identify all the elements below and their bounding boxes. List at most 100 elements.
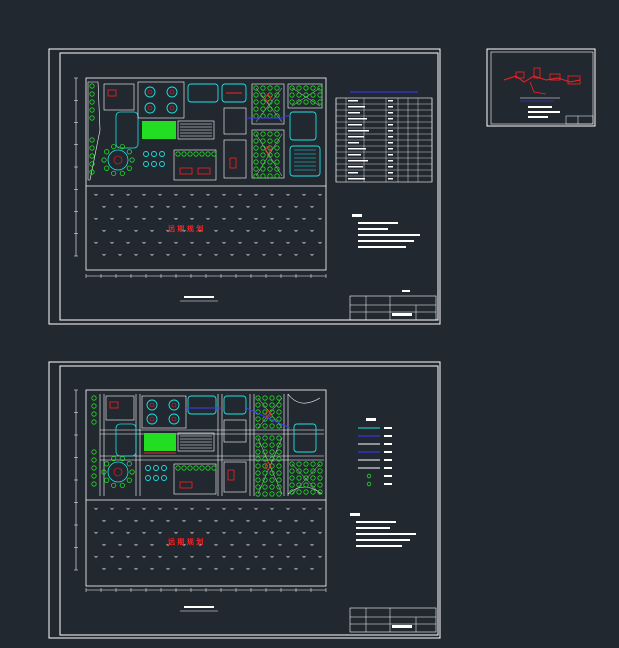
site-plan[interactable]: 远 期 规 划 bbox=[74, 389, 327, 592]
tree-icon bbox=[303, 92, 309, 98]
tree-icon bbox=[89, 91, 95, 97]
lamp-icon bbox=[150, 519, 154, 522]
drawing-title bbox=[184, 606, 214, 608]
site-plan[interactable]: 远 期 规 划 bbox=[74, 77, 327, 278]
tree-icon bbox=[260, 85, 266, 91]
tree-icon bbox=[317, 85, 323, 91]
lamp-icon bbox=[318, 507, 322, 510]
lamp-icon bbox=[198, 229, 202, 232]
tank-grid bbox=[294, 149, 316, 171]
tank-icon bbox=[159, 161, 165, 167]
tree-icon bbox=[274, 173, 280, 179]
tree-icon bbox=[276, 477, 282, 483]
lamp-icon bbox=[174, 241, 178, 244]
lamp-icon bbox=[182, 253, 186, 256]
sheet-inner-frame bbox=[490, 51, 594, 125]
title-block[interactable] bbox=[349, 290, 437, 321]
lamp-icon bbox=[174, 507, 178, 510]
tree-icon bbox=[211, 465, 217, 471]
tree-ring bbox=[101, 144, 135, 176]
sheet-bottom[interactable]: 远 期 规 划 bbox=[48, 361, 441, 639]
tank-center bbox=[169, 89, 175, 95]
table-cell-text bbox=[348, 178, 365, 180]
lamp-icon bbox=[278, 229, 282, 232]
tree-icon bbox=[260, 159, 266, 165]
tree-icon bbox=[104, 477, 110, 483]
lamp-icon bbox=[142, 193, 146, 196]
lamp-icon bbox=[246, 543, 250, 546]
tank-icon bbox=[146, 399, 158, 411]
entrance-road bbox=[87, 81, 101, 181]
lamp-icon bbox=[254, 531, 258, 534]
lamp-icon bbox=[150, 253, 154, 256]
tree-icon bbox=[274, 166, 280, 172]
tree-icon bbox=[187, 151, 193, 157]
tank-icon bbox=[166, 86, 178, 98]
tree-icon bbox=[267, 159, 273, 165]
tree-icon bbox=[262, 402, 268, 408]
lamp-icon bbox=[142, 507, 146, 510]
lamp-icon bbox=[206, 241, 210, 244]
lamp-icon bbox=[110, 193, 114, 196]
lamp-icon bbox=[102, 229, 106, 232]
lamp-icon bbox=[270, 507, 274, 510]
tree-icon bbox=[199, 465, 205, 471]
tree-icon bbox=[269, 484, 275, 490]
equipment-table[interactable] bbox=[335, 91, 433, 183]
lamp-icon bbox=[94, 193, 98, 196]
tree-icon bbox=[260, 92, 266, 98]
lamp-icon bbox=[198, 205, 202, 208]
tree-icon bbox=[317, 482, 323, 488]
lamp-icon bbox=[230, 567, 234, 570]
sheet-outer-frame bbox=[486, 48, 596, 127]
tree-icon bbox=[274, 92, 280, 98]
tank-icon bbox=[146, 413, 158, 425]
lamp-icon bbox=[270, 531, 274, 534]
green-zone-trees bbox=[289, 85, 323, 107]
note-line bbox=[358, 228, 388, 230]
lamp-icon bbox=[126, 507, 130, 510]
lamp-icon bbox=[318, 193, 322, 196]
lamp-icon bbox=[214, 229, 218, 232]
table-cell-text bbox=[348, 112, 360, 114]
hatch bbox=[255, 133, 283, 177]
lamp-icon bbox=[158, 241, 162, 244]
note-line bbox=[528, 106, 552, 108]
table-cell-text bbox=[388, 112, 393, 114]
table-cell-text bbox=[388, 118, 393, 120]
tree-icon bbox=[276, 463, 282, 469]
tank-center bbox=[169, 105, 175, 111]
lamp-icon bbox=[190, 555, 194, 558]
tree-row bbox=[91, 449, 97, 487]
office-building bbox=[173, 149, 217, 181]
blower-room bbox=[221, 83, 247, 103]
tree-icon bbox=[269, 435, 275, 441]
tank-icon bbox=[168, 413, 180, 425]
tree-icon bbox=[255, 402, 261, 408]
tree-icon bbox=[296, 99, 302, 105]
process-unit bbox=[567, 75, 581, 85]
lamp-icon bbox=[110, 531, 114, 534]
lamp-icon bbox=[102, 253, 106, 256]
title-block[interactable] bbox=[349, 607, 437, 633]
tree-icon bbox=[260, 173, 266, 179]
tank-icon bbox=[145, 475, 151, 481]
sheet-flow-diagram[interactable] bbox=[486, 48, 596, 127]
lamp-icon bbox=[302, 241, 306, 244]
tree-icon bbox=[193, 151, 199, 157]
tree-icon bbox=[269, 395, 275, 401]
lamp-icon bbox=[278, 205, 282, 208]
tree-icon bbox=[310, 92, 316, 98]
sheet-top[interactable]: 远 期 规 划 bbox=[48, 48, 441, 325]
title-block-frame bbox=[565, 115, 594, 125]
tree-icon bbox=[89, 107, 95, 113]
tree-icon bbox=[253, 131, 259, 137]
lamp-icon bbox=[110, 507, 114, 510]
tree-icon bbox=[211, 151, 217, 157]
red-diamond bbox=[264, 145, 272, 155]
tree-icon bbox=[91, 419, 97, 425]
tree-icon bbox=[274, 152, 280, 158]
road-network bbox=[100, 429, 324, 461]
tree-icon bbox=[255, 484, 261, 490]
lamp-icon bbox=[94, 217, 98, 220]
